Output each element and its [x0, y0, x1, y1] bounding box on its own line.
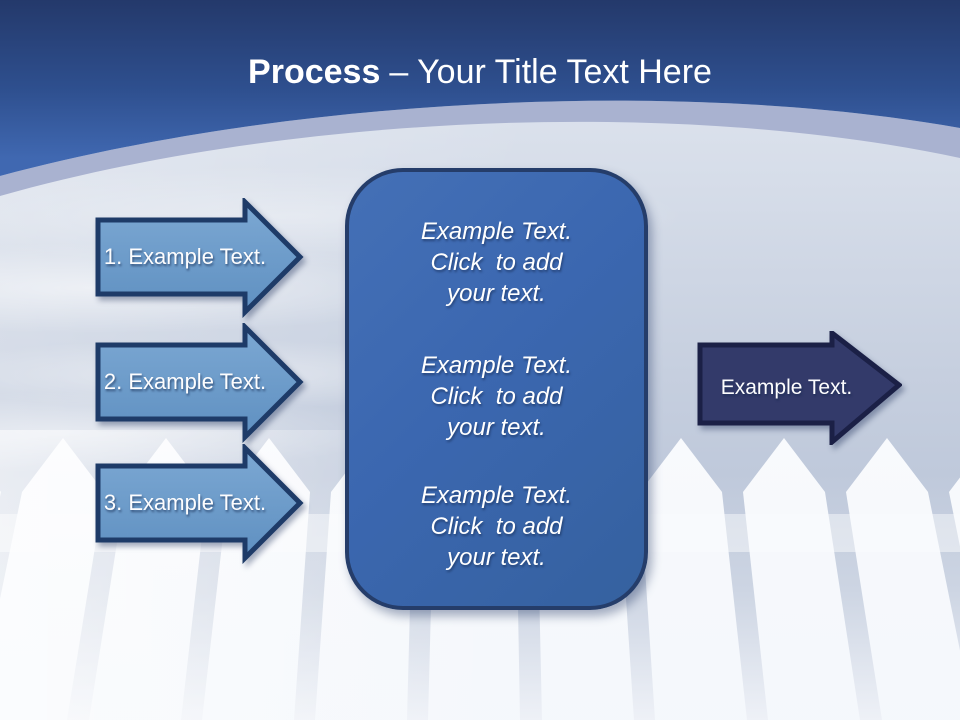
header-banner [0, 0, 960, 196]
header-curve-band [0, 100, 960, 196]
process-step-arrow-2[interactable]: 2. Example Text. [95, 323, 305, 443]
process-step-arrow-3[interactable]: 3. Example Text. [95, 444, 305, 564]
placeholder-text-block[interactable]: Example Text. Click to add your text. [420, 218, 573, 307]
title-keyword: Process [248, 53, 381, 91]
step-arrow-shape [95, 444, 304, 564]
process-step-arrow-1[interactable]: 1. Example Text. [95, 198, 305, 318]
step-arrow-shape [95, 323, 304, 443]
slide-title[interactable]: Process– Your Title Text Here [0, 52, 960, 92]
step-arrow-shape [95, 198, 304, 318]
placeholder-text-block[interactable]: Example Text. Click to add your text. [420, 352, 573, 441]
title-text: – Your Title Text Here [389, 53, 712, 91]
result-arrow-shape [697, 331, 902, 445]
header-curve [0, 0, 960, 176]
center-text-box[interactable]: Example Text. Click to add your text. Ex… [345, 168, 648, 610]
result-arrow[interactable]: Example Text. [697, 331, 902, 445]
placeholder-text-block[interactable]: Example Text. Click to add your text. [420, 482, 573, 571]
